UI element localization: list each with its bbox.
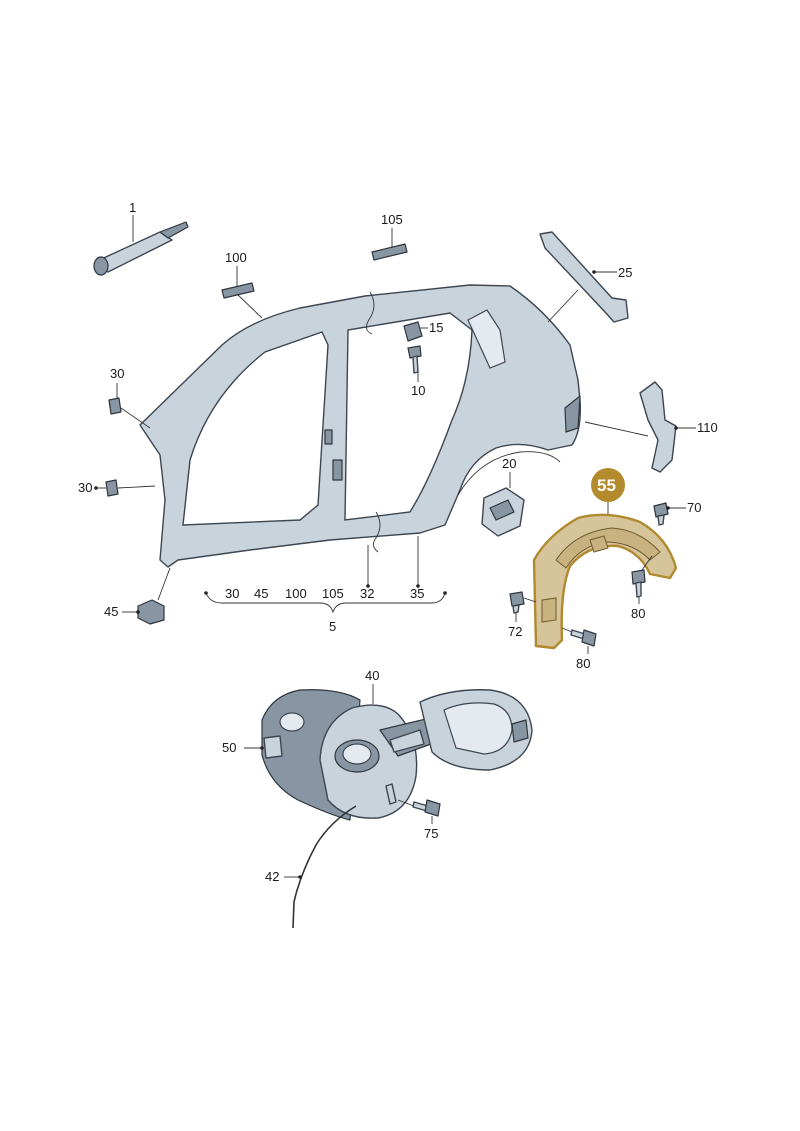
callout-42: 42: [265, 869, 279, 884]
callout-20: 20: [502, 456, 516, 471]
part-42-cable: 42: [265, 783, 397, 929]
callout-110: 110: [697, 420, 718, 435]
group5-item-105: 105: [322, 586, 344, 601]
part-105-clip: 105: [371, 212, 408, 261]
part-30-lower: 30: [78, 479, 156, 497]
callout-1: 1: [129, 200, 136, 215]
part-75-screw: 75: [397, 799, 441, 841]
group5-item-100: 100: [285, 586, 307, 601]
part-fuel-flap: [419, 689, 533, 771]
part-55-wheel-liner[interactable]: [532, 500, 678, 650]
part-70-clip: 70: [653, 500, 701, 526]
part-110-bracket: 110: [584, 381, 718, 473]
group5-item-32: 32: [360, 586, 374, 601]
callout-45: 45: [104, 604, 118, 619]
part-55-badge: 55: [591, 468, 625, 502]
group5-item-35: 35: [410, 586, 424, 601]
callout-50: 50: [222, 740, 236, 755]
part-80-screw-upper: 80: [631, 555, 653, 621]
callout-40: 40: [365, 668, 379, 683]
callout-55: 55: [597, 476, 616, 495]
callout-30-upper: 30: [110, 366, 124, 381]
part-35-leader: [416, 536, 420, 588]
group5-item-45: 45: [254, 586, 268, 601]
callout-80-lower: 80: [576, 656, 590, 671]
side-panel: [139, 284, 582, 568]
part-10-screw: 10: [407, 345, 425, 398]
callout-15: 15: [429, 320, 443, 335]
callout-72: 72: [508, 624, 522, 639]
part-72-clip: 72: [508, 591, 537, 639]
callout-75: 75: [424, 826, 438, 841]
part-15-nut: 15: [403, 320, 443, 342]
callout-25: 25: [618, 265, 632, 280]
group5-item-30: 30: [225, 586, 239, 601]
callout-80-upper: 80: [631, 606, 645, 621]
callout-5: 5: [329, 619, 336, 634]
part-1-rod: 1: [93, 200, 189, 276]
callout-30-lower: 30: [78, 480, 92, 495]
part-20-housing: 20: [481, 456, 525, 537]
part-45-bracket: 45: [104, 567, 171, 625]
callout-100: 100: [225, 250, 247, 265]
group-5: 30 45 100 105 32 35 5: [204, 586, 447, 634]
callout-105: 105: [381, 212, 403, 227]
part-25-bracket: 25: [539, 231, 632, 323]
part-80-screw-lower: 80: [561, 627, 597, 671]
callout-70: 70: [687, 500, 701, 515]
part-100-clip: 100: [221, 250, 263, 319]
part-32-leader: [366, 545, 370, 588]
part-40-flap-housing: 40: [319, 668, 443, 819]
callout-10: 10: [411, 383, 425, 398]
part-30-upper: 30: [108, 366, 151, 429]
